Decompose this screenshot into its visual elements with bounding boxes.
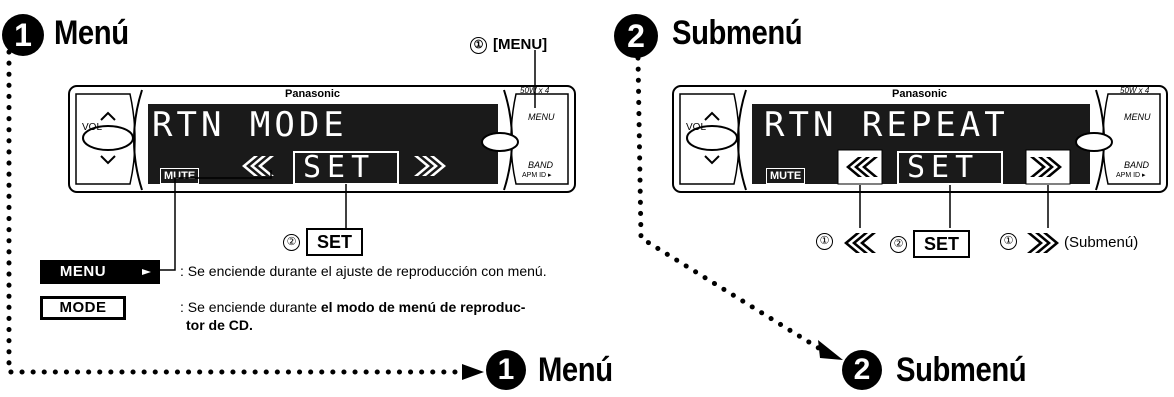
set-button[interactable]: SET xyxy=(306,228,364,256)
set-button-2[interactable]: SET xyxy=(913,230,971,258)
apm-label: APM ID ▸ xyxy=(522,172,552,179)
bottom-menu-title: Menú xyxy=(538,351,613,389)
menu-button-callout: ①[MENU] xyxy=(470,36,547,54)
mode-indicator-desc: : Se enciende durante el modo de menú de… xyxy=(180,299,526,333)
step-1-circle: 1 xyxy=(2,14,44,56)
vol-label: VOL xyxy=(82,122,103,133)
prev-submenu-callout: ① xyxy=(816,232,839,250)
vol-label-2: VOL xyxy=(686,122,707,133)
menu-indicator-badge: MENU xyxy=(40,260,126,284)
apm-label-2: APM ID ▸ xyxy=(1116,172,1146,179)
mute-button-2[interactable]: MUTE xyxy=(766,168,806,184)
chevron-right-icon[interactable] xyxy=(1025,231,1061,255)
bottom-step-2-circle: 2 xyxy=(842,350,882,390)
mute-button[interactable]: MUTE xyxy=(160,168,200,184)
menu-title: Menú xyxy=(54,14,129,52)
bottom-submenu-title: Submenú xyxy=(896,351,1027,389)
next-submenu-callout: ① xyxy=(1000,232,1023,250)
submenu-paren-label: (Submenú) xyxy=(1064,234,1139,251)
menu-indicator-desc: : Se enciende durante el ajuste de repro… xyxy=(180,263,547,279)
submenu-title: Submenú xyxy=(672,14,803,52)
bottom-step-1-circle: 1 xyxy=(486,350,526,390)
radio-brand-2: Panasonic xyxy=(892,88,948,100)
lcd-set-text: SET xyxy=(303,150,376,185)
chevron-left-icon[interactable] xyxy=(842,231,878,255)
radio-faceplate-menu xyxy=(68,85,576,193)
menu-button-2[interactable]: MENU xyxy=(1124,112,1151,122)
band-button-2[interactable]: BAND xyxy=(1124,160,1150,170)
radio-faceplate-submenu xyxy=(672,85,1168,193)
lcd-display-text: RTN MODE xyxy=(152,105,348,145)
menu-button[interactable]: MENU xyxy=(528,112,555,122)
radio-power-2: 50W x 4 xyxy=(1120,86,1150,95)
lcd-set-text-2: SET xyxy=(907,150,980,185)
band-button[interactable]: BAND xyxy=(528,160,554,170)
lcd-display-text-2: RTN REPEAT xyxy=(764,105,1009,145)
mode-indicator-badge: MODE xyxy=(40,296,126,320)
radio-brand: Panasonic xyxy=(285,88,341,100)
menu-badge-arrow-icon xyxy=(120,260,160,284)
step-2-circle: 2 xyxy=(614,14,658,58)
